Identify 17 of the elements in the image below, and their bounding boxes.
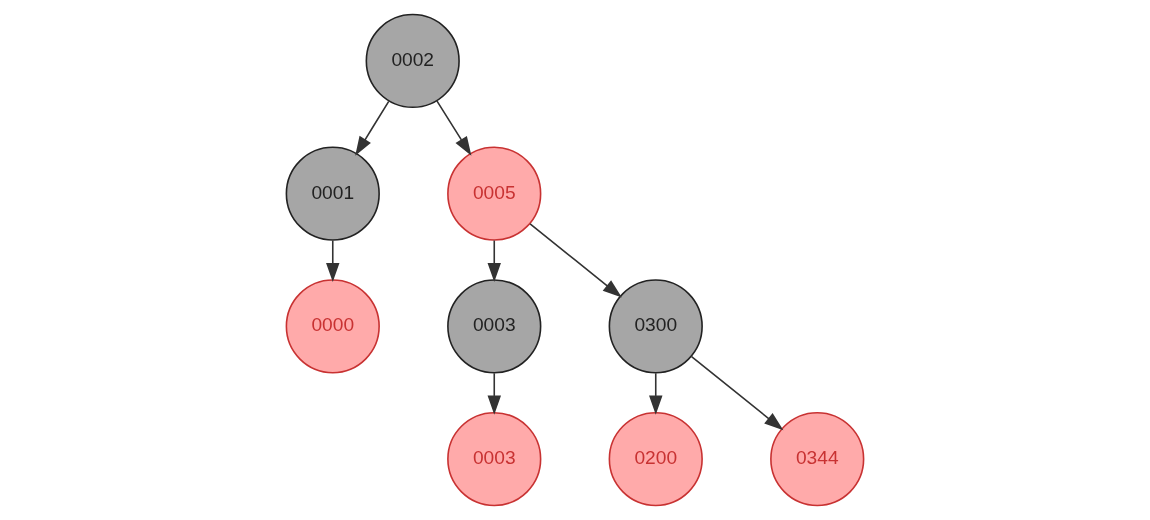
arrow	[690, 355, 784, 431]
node-circle: 0002	[365, 13, 460, 109]
node-circle: 0005	[447, 146, 542, 241]
arrow	[487, 372, 501, 415]
arrow	[355, 100, 390, 156]
arrow	[649, 372, 663, 415]
node-circle: 0300	[608, 279, 703, 374]
node-circle: 0003	[447, 279, 542, 374]
node-circle: 0001	[285, 146, 380, 241]
node-circle: 0344	[770, 411, 865, 507]
arrow	[529, 223, 622, 298]
arrow	[487, 239, 501, 283]
arrow	[326, 239, 340, 283]
arrow	[435, 99, 472, 156]
node-circle: 0200	[608, 411, 703, 507]
node-circle: 0000	[285, 279, 380, 374]
node-circle: 0003	[447, 411, 542, 507]
